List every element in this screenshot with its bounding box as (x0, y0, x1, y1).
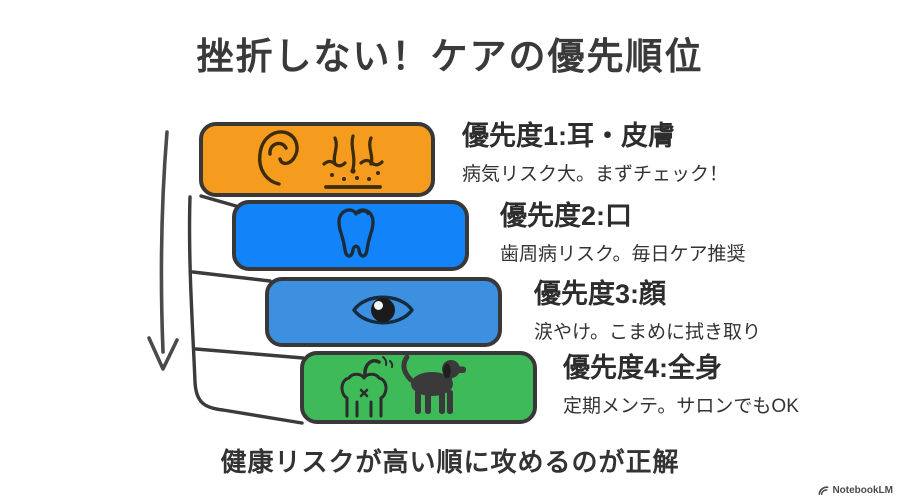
step-1-description: 病気リスク大。まずチェック！ (462, 164, 729, 186)
eye-icon (352, 295, 414, 325)
ear-icon (258, 130, 299, 186)
priority-step-1 (199, 122, 435, 197)
step-2-description: 歯周病リスク。毎日ケア推奨 (500, 244, 746, 266)
step-3-heading: 優先度3:顔 (534, 279, 667, 309)
priority-step-2 (232, 200, 469, 271)
step-4-description: 定期メンテ。サロンでもOK (563, 396, 799, 418)
watermark-label: NotebookLM (832, 485, 893, 496)
priority-direction-arrow-icon (147, 130, 179, 371)
step-3-text: 優先度3:顔 涙やけ。こまめに拭き取り (534, 279, 761, 344)
tooth-icon (337, 208, 375, 258)
step-1-text: 優先度1:耳・皮膚 病気リスク大。まずチェック！ (462, 121, 728, 186)
step-3-description: 涙やけ。こまめに拭き取り (534, 322, 762, 344)
step-2-heading: 優先度2:口 (500, 201, 633, 231)
dog-rear-icon (340, 356, 394, 418)
watermark: NotebookLM (818, 485, 893, 496)
step-4-heading: 優先度4:全身 (563, 353, 723, 383)
skin-hair-icon (322, 134, 384, 189)
bottom-caption: 健康リスクが高い順に攻めるのが正解 (220, 447, 680, 477)
notebooklm-logo-icon (819, 486, 829, 495)
step-1-heading: 優先度1:耳・皮膚 (462, 121, 676, 151)
dog-silhouette-icon (401, 354, 466, 414)
step-4-text: 優先度4:全身 定期メンテ。サロンでもOK (563, 353, 799, 418)
step-2-text: 優先度2:口 歯周病リスク。毎日ケア推奨 (500, 201, 745, 266)
page-title: 挫折しない！ケアの優先順位 (196, 36, 704, 77)
staircase-side-wall (187, 194, 305, 425)
